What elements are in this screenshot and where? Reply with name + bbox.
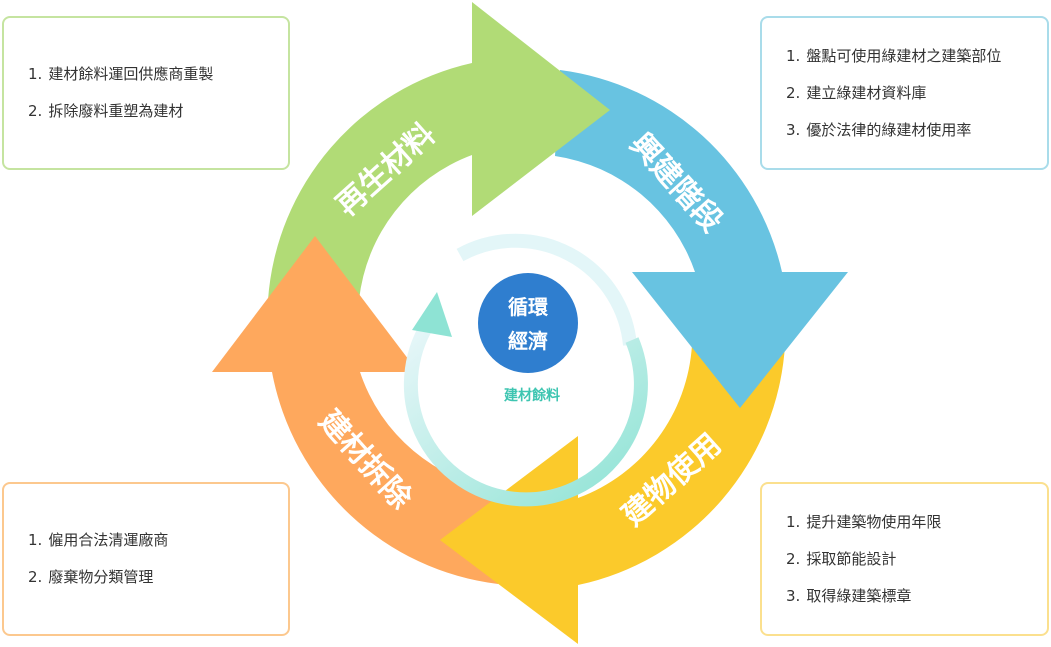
list-item: 3.優於法律的綠建材使用率: [786, 120, 972, 139]
center-label-line2: 經濟: [508, 329, 548, 353]
green-segment-body: [268, 63, 472, 300]
list-item: 3.取得綠建築標章: [786, 586, 912, 605]
construction-stage-box: 1.盤點可使用綠建材之建築部位 2.建立綠建材資料庫 3.優於法律的綠建材使用率: [760, 16, 1049, 170]
recycled-materials-box: 1.建材餘料運回供應商重製 2.拆除廢料重塑為建材: [2, 16, 290, 170]
orange-segment-body: [272, 372, 500, 584]
blue-segment-body: [555, 70, 782, 272]
orange-arrowhead: [212, 236, 418, 372]
list-item: 2.建立綠建材資料庫: [786, 83, 927, 102]
list-item: 1.盤點可使用綠建材之建築部位: [786, 46, 1002, 65]
list-item: 2.廢棄物分類管理: [28, 568, 154, 586]
inner-arrow-label: 建材餘料: [504, 387, 560, 404]
green-arrowhead: [472, 2, 610, 216]
list-item: 1.提升建築物使用年限: [786, 512, 942, 531]
list-item: 1.僱用合法清運廠商: [28, 531, 169, 549]
yellow-arrowhead: [440, 436, 578, 644]
list-item: 1.建材餘料運回供應商重製: [28, 65, 214, 83]
inner-cycle-arrow-light: [456, 233, 637, 346]
material-demolition-box: 1.僱用合法清運廠商 2.廢棄物分類管理: [2, 482, 290, 636]
inner-cycle-arrowhead: [412, 292, 452, 337]
center-circle: [478, 273, 578, 373]
inner-cycle-arrow: [403, 313, 648, 507]
building-use-box: 1.提升建築物使用年限 2.採取節能設計 3.取得綠建築標章: [760, 482, 1049, 636]
blue-arrowhead: [632, 272, 848, 408]
center-label-line1: 循環: [508, 295, 549, 319]
list-item: 2.拆除廢料重塑為建材: [28, 102, 184, 120]
list-item: 2.採取節能設計: [786, 549, 897, 568]
yellow-segment-body: [578, 345, 785, 585]
